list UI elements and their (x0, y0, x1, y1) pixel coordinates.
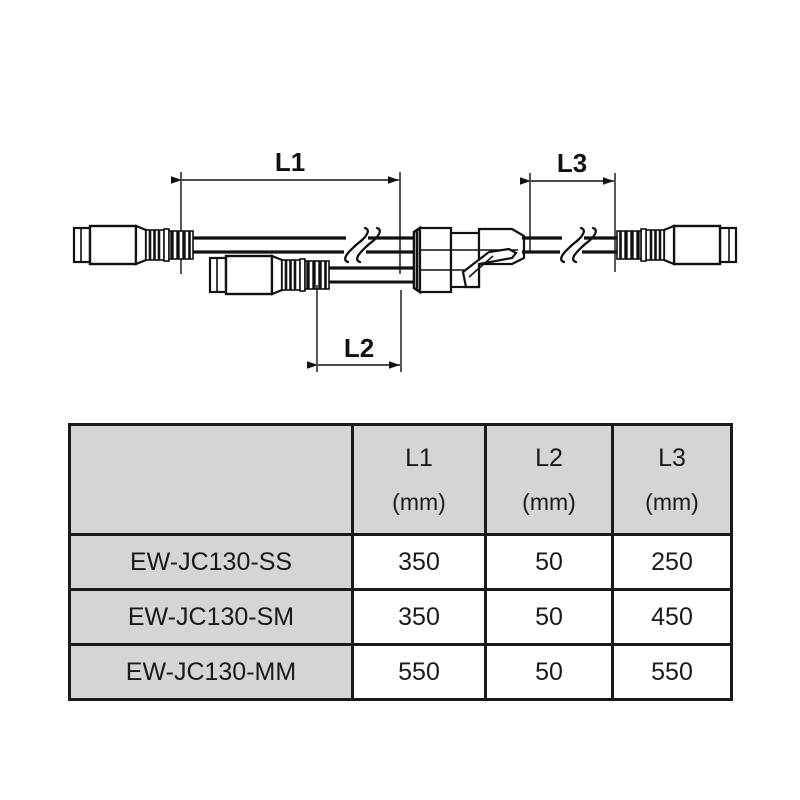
header-cell-l1: L1 (mm) (351, 423, 487, 536)
cell-model: EW-JC130-MM (68, 643, 354, 701)
cell-model: EW-JC130-SM (68, 588, 354, 646)
cell-l2: 50 (484, 533, 614, 591)
connector-lower-left (208, 254, 331, 296)
dimension-L1: L1 (171, 147, 401, 274)
cell-l1: 350 (351, 588, 487, 646)
upper-cable-left (176, 236, 346, 254)
dimension-label-l2: L2 (344, 333, 374, 363)
connector-right (615, 224, 738, 266)
cell-l3: 550 (611, 643, 733, 701)
cable-break-symbol-left (344, 226, 381, 264)
cell-l1: 550 (351, 643, 487, 701)
cable-break-symbol-right (560, 226, 597, 264)
junction-strain-relief-tab (461, 247, 518, 289)
table-row: EW-JC130-MM 550 50 550 (68, 643, 733, 701)
cell-model: EW-JC130-SS (68, 533, 354, 591)
cell-l2: 50 (484, 643, 614, 701)
dimension-L2: L2 (307, 285, 402, 372)
table-header-row: L1 (mm) L2 (mm) L3 (mm) (68, 423, 733, 536)
header-l3-unit: (mm) (645, 488, 699, 515)
table-row: EW-JC130-SM 350 50 450 (68, 588, 733, 646)
specification-table-container: L1 (mm) L2 (mm) L3 (mm) EW-JC130-SS 350 (68, 423, 733, 701)
cell-l2: 50 (484, 588, 614, 646)
header-cell-l3: L3 (mm) (611, 423, 733, 536)
header-l1-label: L1 (405, 443, 433, 472)
dimension-label-l3: L3 (557, 148, 587, 178)
specification-table: L1 (mm) L2 (mm) L3 (mm) EW-JC130-SS 350 (68, 423, 733, 701)
header-l3-label: L3 (658, 443, 686, 472)
cell-l3: 450 (611, 588, 733, 646)
header-l1-unit: (mm) (392, 488, 446, 515)
header-cell-l2: L2 (mm) (484, 423, 614, 536)
cell-l3: 250 (611, 533, 733, 591)
header-l2-label: L2 (535, 443, 563, 472)
table-row: EW-JC130-SS 350 50 250 (68, 533, 733, 591)
cell-l1: 350 (351, 533, 487, 591)
header-l2-unit: (mm) (522, 488, 576, 515)
lower-branch-cable (320, 266, 414, 284)
junction-block (412, 225, 526, 295)
connector-upper-left (72, 224, 195, 266)
junction-body-a (418, 226, 453, 294)
cable-technical-drawing: L1 L3 (72, 147, 738, 372)
dimension-L3: L3 (520, 148, 616, 272)
header-cell-model (68, 423, 354, 536)
dimension-label-l1: L1 (275, 147, 305, 177)
